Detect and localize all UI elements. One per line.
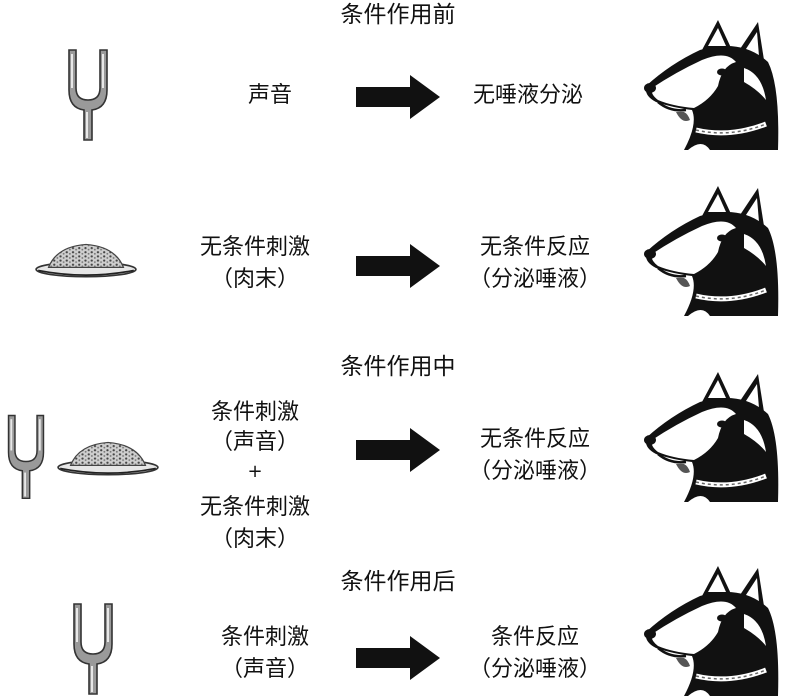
dog-head-icon [640,566,780,696]
response-uncond-line-2: （分泌唾液） [468,267,601,292]
stimulus-during-plus: + [247,461,263,482]
response-during-line-2: （分泌唾液） [468,459,601,484]
right-arrow-icon [356,428,440,472]
heading-during: 条件作用中 [340,354,456,380]
response-uncond-line-1: 无条件反应 [479,235,590,260]
right-arrow-icon [356,636,440,680]
stimulus-during-line-5: （肉末） [210,527,299,552]
stimulus-uncond-line-2: （肉末） [210,267,299,292]
response-after-line-1: 条件反应 [490,625,579,650]
dog-head-icon [640,20,780,150]
tuning-fork-icon [62,46,114,142]
right-arrow-icon [356,244,440,288]
response-before-line-1: 无唾液分泌 [472,83,583,108]
stimulus-during-line-2: （声音） [210,430,299,455]
heading-before: 条件作用前 [340,2,456,28]
tuning-fork-icon [68,600,118,696]
right-arrow-icon [356,75,440,119]
heading-after: 条件作用后 [340,569,456,595]
stimulus-after-line-1: 条件刺激 [220,625,309,650]
response-during-line-1: 无条件反应 [479,427,590,452]
stimulus-before-line-1: 声音 [247,83,292,108]
meat-plate-icon [34,238,138,280]
dog-head-icon [640,372,780,502]
tuning-fork-icon [3,410,49,502]
response-after-line-2: （分泌唾液） [468,657,601,682]
stimulus-during-line-4: 无条件刺激 [199,495,310,520]
meat-plate-icon [56,436,160,478]
stimulus-uncond-line-1: 无条件刺激 [199,235,310,260]
stimulus-after-line-2: （声音） [220,657,309,682]
dog-head-icon [640,186,780,316]
stimulus-during-line-1: 条件刺激 [210,400,299,425]
